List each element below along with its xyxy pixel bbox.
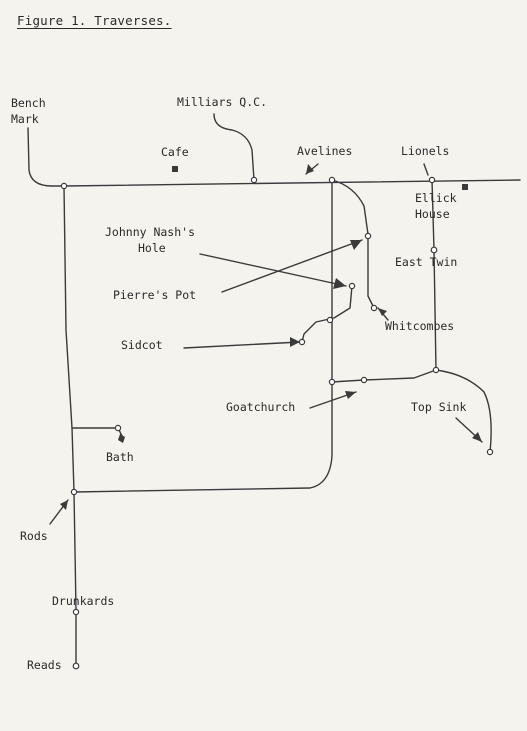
label-reads: Reads [27, 658, 62, 672]
arrowhead-sidcot [290, 337, 300, 347]
station-lionels [428, 176, 436, 184]
station-reads [72, 662, 80, 670]
station-milliars [250, 176, 258, 184]
sidcot-pointer-line [183, 341, 301, 349]
station-johnny-nash [364, 232, 372, 240]
station-drunkards [72, 608, 80, 616]
arrowhead-top-sink [472, 432, 482, 442]
label-house: House [415, 207, 450, 221]
station-rods [70, 488, 78, 496]
label-bath: Bath [106, 450, 134, 464]
station-bath [114, 424, 122, 432]
station-sidcot-upper [326, 316, 334, 324]
station-east-junction [432, 366, 440, 374]
label-ellick: Ellick [415, 191, 457, 205]
ellick-house-symbol [462, 184, 468, 190]
station-pierres-pot [348, 282, 356, 290]
bottom-link-line [73, 179, 333, 493]
label-johnny-nash: Johnny Nash's [105, 225, 196, 239]
cafe-symbol [172, 166, 178, 172]
label-whitcombes: Whitcombes [385, 319, 455, 333]
west-trunk-line [63, 185, 77, 611]
pierres-pot-pointer-line [221, 239, 363, 293]
station-avelines [328, 176, 336, 184]
station-east-twin [430, 246, 438, 254]
bath-symbol [118, 434, 125, 443]
label-east-twin: East Twin [395, 255, 458, 269]
label-cafe: Cafe [161, 145, 189, 159]
station-sidcot [298, 338, 306, 346]
arrowhead-whitcombes [378, 308, 387, 316]
label-goatchurch: Goatchurch [226, 400, 296, 414]
arrowhead-pierres-pot [350, 240, 362, 250]
station-top-sink [486, 448, 494, 456]
label-sidcot: Sidcot [121, 338, 163, 352]
top-sink-line [435, 369, 492, 453]
label-pierres-pot: Pierre's Pot [113, 288, 197, 302]
goatchurch-link-line [331, 369, 437, 383]
arrowhead-avelines [306, 164, 314, 174]
main-road-line [27, 127, 521, 187]
arrowhead-goatchurch [345, 391, 356, 399]
whitcombes-branch-line [331, 179, 375, 309]
label-avelines: Avelines [297, 144, 353, 158]
label-rods: Rods [20, 529, 48, 543]
label-milliars: Milliars Q.C. [177, 95, 268, 109]
sidcot-branch-line [301, 285, 353, 343]
label-mark: Mark [11, 112, 39, 126]
label-bench: Bench [11, 96, 46, 110]
station-goatchurch [328, 378, 336, 386]
lionels-pointer-line [423, 163, 429, 176]
arrowhead-rods [60, 500, 68, 510]
milliars-line [213, 113, 255, 181]
station-whitcombes [370, 304, 378, 312]
label-drunkards: Drunkards [52, 594, 115, 608]
station-goatchurch-east [360, 376, 368, 384]
station-junction-bench [60, 182, 68, 190]
label-lionels: Lionels [401, 144, 450, 158]
label-hole: Hole [138, 241, 166, 255]
label-top-sink: Top Sink [411, 400, 467, 414]
figure-title: Figure 1. Traverses. [17, 13, 172, 28]
johnny-nash-pointer-line [199, 253, 347, 287]
arrowhead-johnny-nash [333, 278, 346, 289]
